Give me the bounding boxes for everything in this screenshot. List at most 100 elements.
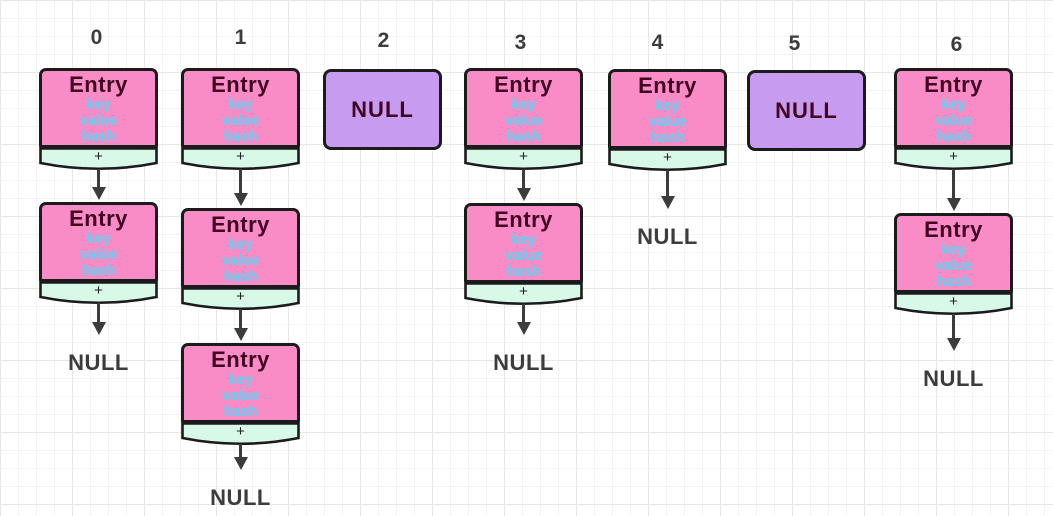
entry-title: Entry <box>69 72 128 97</box>
entry-title: Entry <box>924 72 983 97</box>
entry-field-value: value <box>221 113 260 129</box>
bucket-index-3: 3 <box>514 31 527 54</box>
entry-field-value: value <box>79 247 118 263</box>
entry-field-key: key <box>86 97 111 113</box>
next-pointer-slot <box>608 148 727 172</box>
next-pointer-plus: + <box>94 148 103 165</box>
next-pointer-slot-shape <box>39 147 158 171</box>
next-arrow-line <box>522 304 525 322</box>
entry-field-key: key <box>511 97 536 113</box>
next-arrow-head-icon <box>91 187 106 200</box>
entry-field-hash: hash <box>223 129 258 145</box>
entry-field-key: key <box>511 232 536 248</box>
entry-field-value: value <box>221 388 260 404</box>
next-pointer-slot-shape <box>464 147 583 171</box>
next-arrow-line <box>952 314 955 338</box>
next-arrow-line <box>239 309 242 328</box>
entry-title: Entry <box>211 72 270 97</box>
next-arrow-line <box>239 444 242 457</box>
entry-field-value: value <box>934 113 973 129</box>
entry-field-value: value <box>221 253 260 269</box>
next-pointer-slot-shape <box>894 147 1013 171</box>
next-pointer-plus: + <box>236 148 245 165</box>
bucket-index-0: 0 <box>90 26 103 49</box>
bucket-index-2: 2 <box>377 29 390 52</box>
entry-title: Entry <box>494 207 553 232</box>
null-terminator-label: NULL <box>68 350 129 375</box>
next-arrow-head-icon <box>660 196 675 209</box>
next-pointer-slot-shape <box>181 422 300 446</box>
next-pointer-slot <box>181 287 300 311</box>
bucket-index-5: 5 <box>788 32 801 55</box>
next-arrow-head-icon <box>233 457 248 470</box>
entry-field-value: value <box>79 113 118 129</box>
entry-field-hash: hash <box>506 129 541 145</box>
next-pointer-slot-shape <box>39 281 158 305</box>
entry-title: Entry <box>69 206 128 231</box>
entry-field-key: key <box>941 97 966 113</box>
next-pointer-plus: + <box>949 148 958 165</box>
next-arrow-head-icon <box>91 322 106 335</box>
next-arrow-head-icon <box>946 198 961 211</box>
next-arrow-head-icon <box>516 188 531 201</box>
next-pointer-slot <box>39 281 158 305</box>
null-terminator-label: NULL <box>637 224 698 249</box>
entry-field-value: value <box>504 113 543 129</box>
next-arrow-head-icon <box>233 328 248 341</box>
next-arrow-head-icon <box>946 338 961 351</box>
next-arrow-head-icon <box>516 322 531 335</box>
entry-field-hash: hash <box>223 269 258 285</box>
null-terminator-label: NULL <box>210 485 271 510</box>
entry-field-value: value <box>504 248 543 264</box>
next-pointer-slot <box>894 147 1013 171</box>
next-arrow-line <box>97 303 100 322</box>
entry-field-key: key <box>228 97 253 113</box>
entry-field-hash: hash <box>506 264 541 280</box>
null-terminator-label: NULL <box>493 350 554 375</box>
next-pointer-slot <box>181 147 300 171</box>
entry-field-hash: hash <box>936 129 971 145</box>
next-arrow-line <box>666 170 669 196</box>
null-bucket-box: NULL <box>747 70 866 151</box>
entry-title: Entry <box>211 347 270 372</box>
entry-title: Entry <box>494 72 553 97</box>
entry-field-key: key <box>228 372 253 388</box>
entry-field-key: key <box>86 231 111 247</box>
next-pointer-plus: + <box>663 149 672 166</box>
next-pointer-slot <box>181 422 300 446</box>
next-pointer-slot-shape <box>181 147 300 171</box>
entry-title: Entry <box>924 217 983 242</box>
next-pointer-plus: + <box>949 293 958 310</box>
next-pointer-plus: + <box>236 423 245 440</box>
bucket-index-6: 6 <box>950 33 963 56</box>
next-pointer-slot-shape <box>608 148 727 172</box>
next-pointer-slot <box>464 147 583 171</box>
entry-field-key: key <box>228 237 253 253</box>
next-pointer-plus: + <box>519 283 528 300</box>
null-terminator-label: NULL <box>923 366 984 391</box>
entry-field-hash: hash <box>223 404 258 420</box>
bucket-index-1: 1 <box>234 26 247 49</box>
entry-field-value: value <box>934 258 973 274</box>
next-arrow-line <box>522 169 525 188</box>
next-arrow-line <box>239 169 242 193</box>
entry-field-hash: hash <box>936 274 971 290</box>
entry-field-key: key <box>655 98 680 114</box>
next-pointer-plus: + <box>236 288 245 305</box>
